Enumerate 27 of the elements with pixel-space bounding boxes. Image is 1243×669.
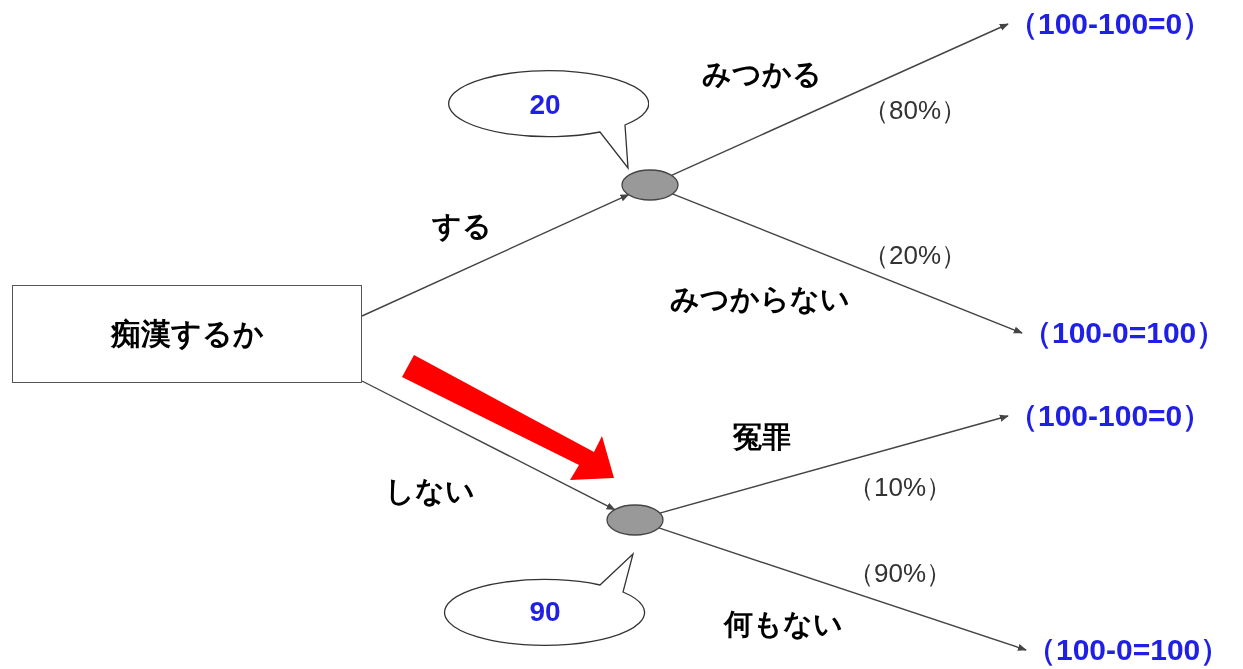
edge-label: みつからない bbox=[670, 282, 850, 317]
edge-label: する bbox=[432, 209, 492, 244]
branch-arrow bbox=[361, 194, 630, 317]
payoff-value: （100-100=0） bbox=[1008, 4, 1213, 44]
branch-arrow bbox=[658, 527, 1027, 651]
chance-node bbox=[621, 169, 679, 201]
bubble-value: 20 bbox=[529, 89, 561, 121]
payoff-value: （100-0=100） bbox=[1022, 313, 1227, 353]
edge-label: しない bbox=[385, 474, 475, 509]
branch-arrow bbox=[659, 414, 1009, 514]
decision-box: 痴漢するか bbox=[12, 285, 362, 383]
branch-arrow bbox=[671, 193, 1023, 334]
probability-label: （20%） bbox=[863, 238, 967, 272]
chance-node bbox=[606, 504, 664, 536]
payoff-value: （100-100=0） bbox=[1008, 396, 1213, 436]
speech-bubble bbox=[444, 553, 646, 647]
payoff-value: （100-0=100） bbox=[1026, 630, 1231, 669]
branch-arrow bbox=[670, 23, 1009, 177]
edge-label: 何もない bbox=[723, 607, 843, 642]
probability-label: （90%） bbox=[848, 556, 952, 590]
bubble-value: 90 bbox=[529, 596, 561, 628]
edge-label: 冤罪 bbox=[733, 420, 791, 455]
probability-label: （80%） bbox=[863, 93, 967, 127]
speech-bubble bbox=[448, 70, 649, 169]
edge-label: みつかる bbox=[702, 57, 822, 92]
probability-label: （10%） bbox=[848, 470, 952, 504]
branch-arrow bbox=[361, 380, 616, 511]
